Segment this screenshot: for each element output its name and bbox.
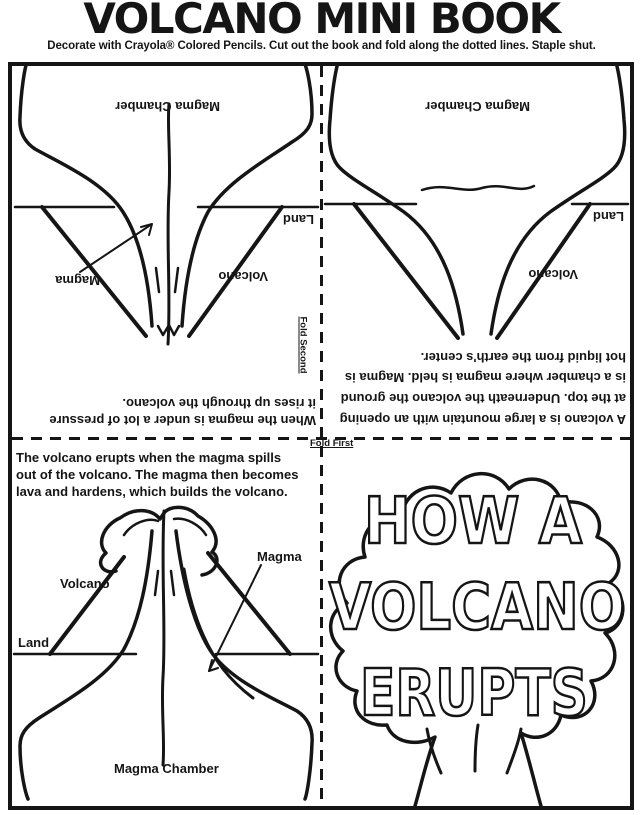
panel-page-3: The volcano erupts when the magma spills… [12,439,320,806]
panel-page-1: A volcano is a large mountain with an op… [323,66,630,437]
volcano-left-slope [187,205,284,338]
rising-magma-diagram: Magma Volcano Land Magma Chamber [13,66,320,346]
cover-title-line-1: HOW A [364,485,582,559]
label-magma: Magma [257,549,303,564]
conduit-detail-lines [154,266,180,294]
page-title: VOLCANO MINI BOOK [83,0,561,43]
conduit-chamber-right-wall [174,529,314,801]
magma-column-line [160,509,166,767]
dormant-volcano-diagram: Volcano Land Magma Chamber [323,66,630,340]
conduit-chamber-right-wall [327,66,465,336]
magma-level-wavy-line [420,184,536,192]
label-volcano: Volcano [60,576,110,591]
conduit-chamber-left-wall [489,66,627,336]
magma-arrow-icon [140,223,153,236]
page-3-caption: The volcano erupts when the magma spills… [16,449,318,500]
eruption-cloud-outline [98,505,219,577]
magma-pointer-line [79,223,153,273]
eruption-burst-lines [425,723,523,775]
fold-first-mark: Fold First [310,438,354,449]
label-volcano: Volcano [218,269,268,284]
caption-line: The volcano erupts when the magma spills [16,450,282,465]
label-land: Land [283,212,314,227]
volcano-right-slope [206,551,292,656]
explosion-cloud-outline [328,472,625,806]
page-instructions: Decorate with Crayola® Colored Pencils. … [47,40,596,52]
label-magma-chamber: Magma Chamber [115,99,220,114]
label-magma: Magma [54,273,100,288]
caption-line: lava and hardens, which builds the volca… [16,484,288,500]
conduit-chamber-left-wall [18,529,154,801]
inner-flow-line [182,567,255,700]
vertical-fold-line [320,66,323,806]
label-magma-chamber: Magma Chamber [425,99,530,114]
volcano-left-slope [495,202,592,340]
magma-column-line [166,102,172,346]
cover-art: HOW A VOLCANO ERUPTS [328,472,626,806]
caption-line: out of the volcano. The magma then becom… [16,467,299,483]
book-sheet: When the magma is under a lot of pressur… [8,62,634,810]
label-land: Land [593,209,624,224]
magma-pointer-line [208,564,262,672]
label-volcano: Volcano [528,267,578,282]
label-magma-chamber: Magma Chamber [114,761,219,776]
panel-cover: HOW A VOLCANO ERUPTS [323,439,630,806]
panel-page-2: When the magma is under a lot of pressur… [12,66,320,437]
horizontal-fold-line [12,437,630,440]
cover-title-line-3: ERUPTS [360,657,588,731]
magma-arrow-icon [208,659,219,672]
conduit-chamber-right-wall [18,66,154,328]
eruption-cloud-inner-lines [122,517,208,537]
conduit-detail-lines [153,569,176,597]
cover-title-line-2: VOLCANO [329,571,625,645]
erupting-volcano-diagram: Magma Volcano Land Magma Chamber [12,505,320,801]
volcano-right-slope [352,202,460,340]
volcano-right-slope [40,205,148,338]
label-land: Land [18,635,49,650]
fold-second-mark: Fold Second [297,316,309,374]
crater-squiggle [156,323,181,337]
conduit-chamber-left-wall [180,66,314,328]
